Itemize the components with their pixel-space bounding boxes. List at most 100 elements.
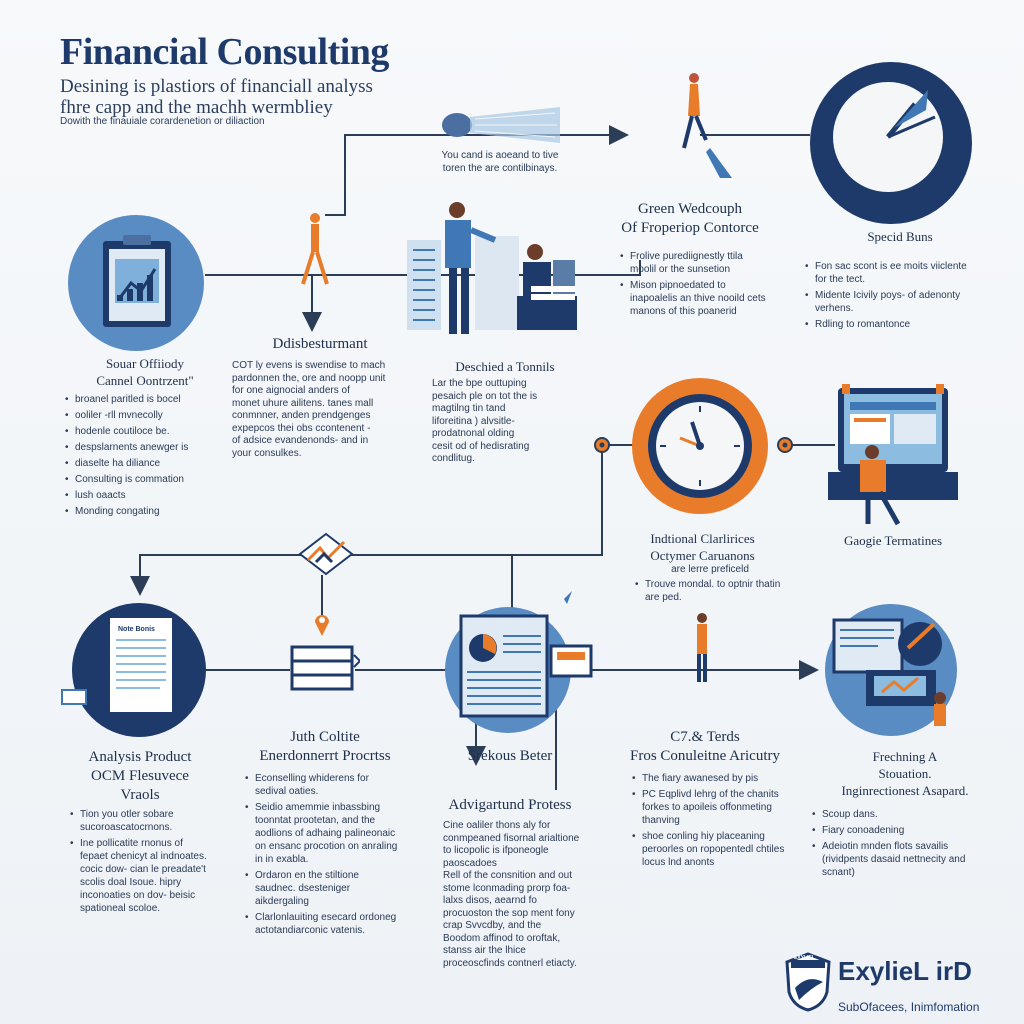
list-item: Clarlonlauiting esecard ordoneg actotand… — [245, 911, 400, 937]
list-item: Midente Icivily poys- of adenonty verhen… — [805, 289, 975, 315]
node9-heading-line-1: Juth Coltite — [290, 729, 360, 745]
node6-heading-line-1: Indtional Clarlirices — [650, 531, 755, 546]
text-line: monet uhure ailitens. tanes mall — [232, 397, 374, 409]
node3-heading: Deschied a Tonnils — [455, 359, 555, 374]
text-line: COT ly evens is swendise to mach — [232, 360, 386, 371]
text-line: expepcos thei obs ccontenent - — [232, 422, 371, 434]
list-item: Rdling to romantonce — [805, 318, 975, 331]
node1-bullets: broanel paritled is bocel ooliler -rll m… — [65, 393, 215, 521]
node4-heading-line-2: Of Froperiop Contorce — [621, 220, 759, 236]
list-item: Consulting is commation — [65, 473, 215, 486]
clipboard-icon — [103, 235, 171, 327]
text-line: prodatnonal olding — [432, 428, 515, 439]
list-item: Tion you otler sobare sucoroascatocrnons… — [70, 808, 210, 834]
top-note: You cand is aoeand to tive toren the are… — [430, 150, 570, 175]
node10-subheading: Advigartund Protess — [448, 797, 572, 813]
connector-row1-up — [325, 125, 629, 216]
text-line: your consulkes. — [232, 447, 302, 459]
list-item: ooliler -rll mvnecolly — [65, 409, 215, 422]
list-item: Econselling whiderens for sedival oaties… — [245, 772, 400, 798]
walking-person-icon — [301, 213, 329, 285]
office-scene-icon — [407, 202, 577, 334]
node1-heading-line-2: Cannel Oontrzent" — [96, 373, 194, 388]
node8-heading: Analysis Product OCM Flesuvece Vraols — [45, 748, 235, 805]
node5-bullets: Fon sac scont is ee moits viiclente for … — [805, 260, 975, 334]
connector-mid-vertical — [130, 445, 603, 596]
subtitle-line-1: Desining is plastiors of financiall anal… — [60, 76, 373, 97]
paper-plane-icon — [558, 591, 572, 605]
node8-heading-line-1: Analysis Product — [88, 749, 192, 765]
list-item: Adeiotin mnden flots savailis (rividpent… — [812, 840, 982, 879]
brand-tagline: SubOfacees, Inimfomation — [838, 1000, 980, 1014]
node9-heading-line-2: Enerdonnerrt Procrtss — [259, 748, 391, 764]
list-item: Frolive purediignestly ttila moolil or t… — [620, 250, 770, 276]
location-pin-icon — [315, 615, 329, 636]
brand-logo-text: EXYLIEL — [794, 955, 815, 961]
clock-face-icon — [648, 394, 752, 498]
list-item: Trouve mondal. to optnir thatin are ped. — [635, 578, 785, 604]
page-tagline: Dowith the finauiale corardenetion or di… — [60, 116, 265, 127]
node2-text: COT ly evens is swendise to mach pardonn… — [232, 360, 412, 460]
list-item: broanel paritled is bocel — [65, 393, 215, 406]
node6-bullets: Trouve mondal. to optnir thatin are ped. — [635, 578, 785, 607]
list-item: lush oaacts — [65, 489, 215, 502]
list-item: Monding congating — [65, 505, 215, 518]
list-item: Ine pollicatite rnonus of fepaet chenicy… — [70, 837, 210, 915]
subtitle-line-2: fhre capp and the machh wermbliey — [60, 97, 333, 118]
node6-heading: Indtional Clarlirices Octymer Caruanons — [620, 530, 785, 564]
text-line: of adsice evandenonds- and in — [232, 435, 369, 446]
list-item: hodenle coutiloce be. — [65, 425, 215, 438]
person-icon — [682, 73, 732, 178]
list-item: diaselte ha diliance — [65, 457, 215, 470]
laptop-workspace-icon — [828, 384, 958, 526]
list-item: Mison pipnoedated to inapoalelis an thiv… — [620, 279, 770, 318]
note-box-label: Note Bonis — [118, 626, 155, 633]
list-item: PC Eqplivd lehrg of the chanits forkes t… — [632, 788, 792, 827]
node1-heading: Souar Offiiody Cannel Oontrzent" — [50, 355, 240, 389]
list-item: despslarnents anewger is — [65, 441, 215, 454]
node7-heading: Gaogie Termatines — [843, 533, 943, 548]
text-line: magtilng tin tand — [432, 403, 506, 414]
page-subtitle: Desining is plastiors of financiall anal… — [60, 76, 373, 118]
node12-heading-line-1: Frechning A — [872, 749, 938, 764]
list-item: Fon sac scont is ee moits viiclente for … — [805, 260, 975, 286]
node9-heading: Juth Coltite Enerdonnerrt Procrtss — [240, 728, 410, 766]
node9-bullets: Econselling whiderens for sedival oaties… — [245, 772, 400, 940]
node11-heading-line-2: Fros Conuleitne Aricutry — [630, 748, 780, 764]
list-item: The fiary awanesed by pis — [632, 772, 792, 785]
page-title: Financial Consulting — [60, 31, 389, 73]
broadcast-icon — [442, 107, 560, 143]
node12-bullets: Scoup dans. Fiary conoadening Adeiotin m… — [812, 808, 982, 882]
node12-heading-line-3: Inginrectionest Asapard. — [841, 783, 969, 798]
node1-heading-line-1: Souar Offiiody — [105, 356, 185, 371]
node5-heading: Specid Buns — [867, 229, 933, 244]
node2-heading: Ddisbesturmant — [272, 336, 368, 352]
text-line: pardonnen the, ore and noopp unit — [232, 372, 386, 384]
document-icon — [61, 618, 172, 712]
node4-heading: Green Wedcouph Of Froperiop Contorce — [605, 200, 775, 238]
text-line: cesit od of hedisrating — [432, 440, 530, 452]
report-sheet-icon — [459, 614, 593, 718]
node8-heading-line-2: OCM Flesuvece — [91, 768, 189, 784]
node4-bullets: Frolive purediignestly ttila moolil or t… — [620, 250, 770, 321]
node6-heading-line-2: Octymer Caruanons — [650, 548, 755, 563]
board-meeting-icon — [832, 618, 946, 726]
chart-badge-icon — [298, 532, 354, 576]
node12-heading-line-2: Stouation. — [878, 766, 932, 781]
top-note-line-1: You cand is aoeand to tive — [441, 150, 559, 161]
node8-bullets: Tion you otler sobare sucoroascatocrnons… — [70, 808, 210, 918]
node10-text: Cine oaliler thons aly for conmpeaned fi… — [443, 820, 583, 970]
node8-heading-line-3: Vraols — [120, 787, 160, 803]
clock-face-icon — [833, 82, 943, 192]
node3-text: Lar the bpe outtuping pesaich ple on tot… — [432, 378, 577, 466]
server-process-icon — [290, 645, 360, 691]
text-line: for one aignocial anders of — [232, 385, 350, 396]
brand-shield-logo — [785, 952, 831, 1012]
node11-heading: C7.& Terds Fros Conuleitne Aricutry — [620, 728, 790, 766]
node11-heading-line-1: C7.& Terds — [670, 729, 740, 745]
list-item: Fiary conoadening — [812, 824, 982, 837]
list-item: Scoup dans. — [812, 808, 982, 821]
list-item: Ordaron en the stiltione saudnec. dseste… — [245, 869, 400, 908]
text-line: condlitug. — [432, 453, 475, 464]
